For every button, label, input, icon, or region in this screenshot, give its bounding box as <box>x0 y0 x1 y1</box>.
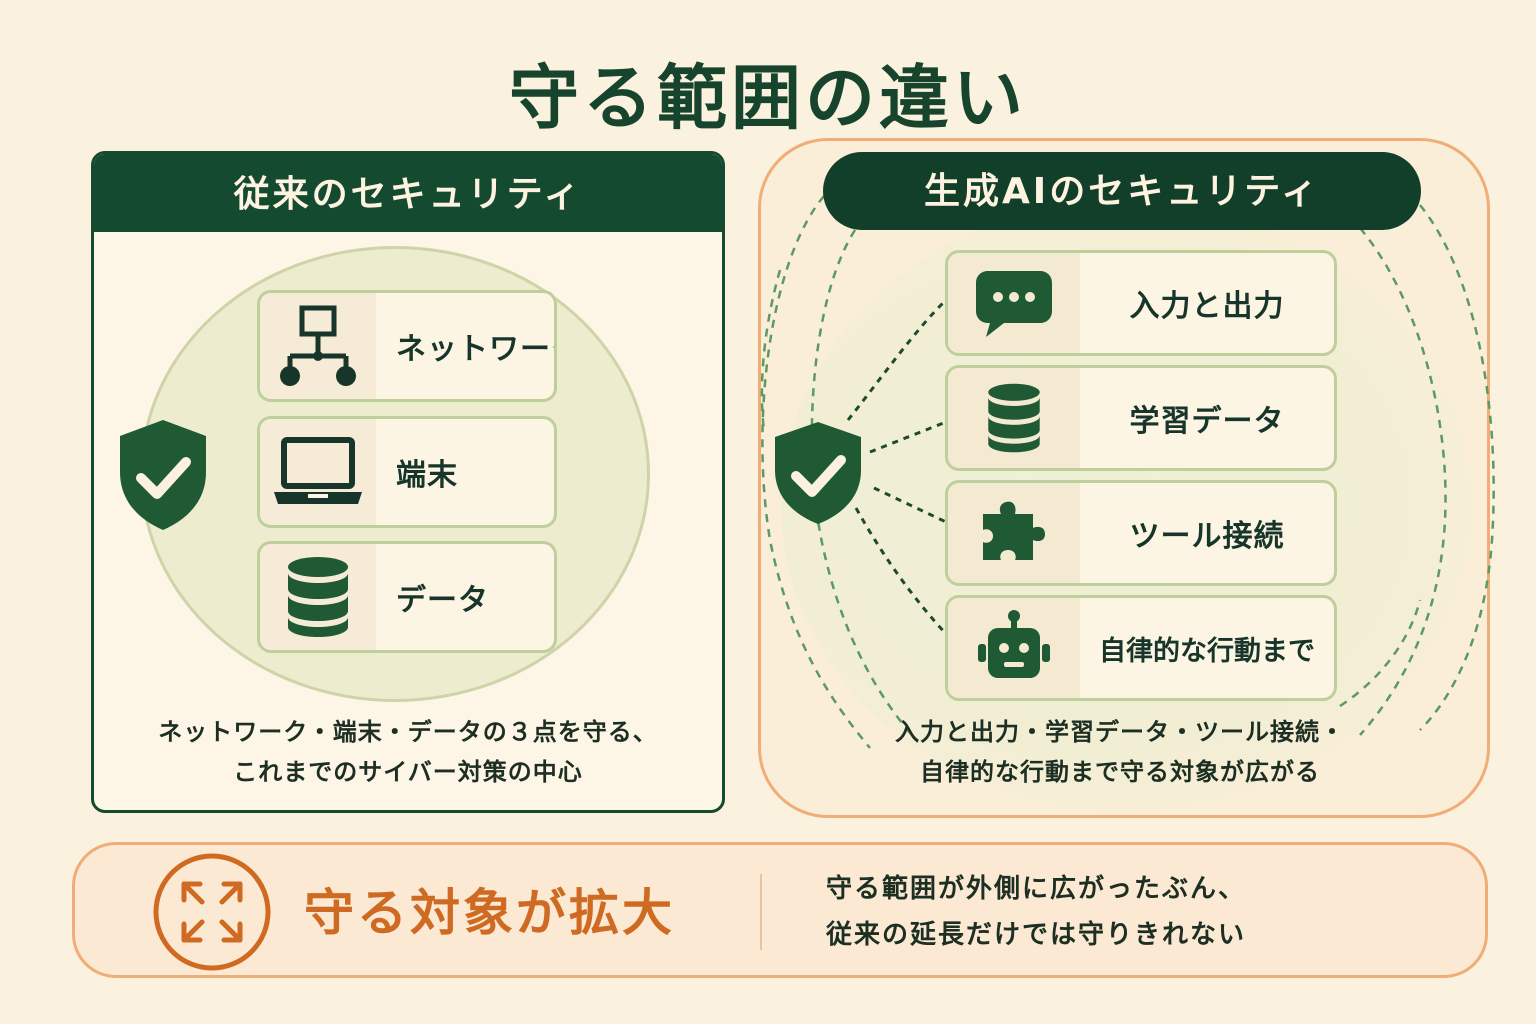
genai-item-io: 入力と出力 <box>945 250 1337 356</box>
genai-security-header: 生成AIのセキュリティ <box>823 152 1421 230</box>
laptop-icon <box>260 419 376 525</box>
expand-arrows-icon <box>152 852 272 972</box>
traditional-item-label: 端末 <box>396 458 458 493</box>
traditional-item-device: 端末 <box>257 416 557 528</box>
robot-icon <box>948 598 1080 698</box>
banner-title: 守る対象が拡大 <box>304 884 675 942</box>
puzzle-icon <box>948 483 1080 583</box>
caption-line: ネットワーク・端末・データの３点を守る、 <box>158 718 658 746</box>
genai-item-tool-connection: ツール接続 <box>945 480 1337 586</box>
caption-line: 入力と出力・学習データ・ツール接続・ <box>895 718 1345 746</box>
traditional-item-label: ネットワーク <box>396 332 554 367</box>
traditional-caption: ネットワーク・端末・データの３点を守る、 これまでのサイバー対策の中心 <box>91 712 725 792</box>
shield-check-icon <box>771 418 865 528</box>
caption-line: 自律的な行動まで守る対象が広がる <box>920 758 1320 786</box>
page-title: 守る範囲の違い <box>509 57 1027 139</box>
banner-description: 守る範囲が外側に広がったぶん、 従来の延長だけでは守りきれない <box>826 866 1246 958</box>
database-icon <box>948 368 1080 468</box>
genai-caption: 入力と出力・学習データ・ツール接続・ 自律的な行動まで守る対象が広がる <box>800 712 1440 792</box>
traditional-security-header: 従来のセキュリティ <box>94 154 722 232</box>
chat-bubble-icon <box>948 253 1080 353</box>
genai-item-label: 入力と出力 <box>1129 289 1285 324</box>
genai-item-autonomous-action: 自律的な行動まで <box>945 595 1337 701</box>
caption-line: これまでのサイバー対策の中心 <box>233 758 583 786</box>
database-icon <box>260 544 376 650</box>
network-icon <box>260 293 376 399</box>
banner-text-line: 従来の延長だけでは守りきれない <box>826 920 1247 950</box>
genai-item-training-data: 学習データ <box>945 365 1337 471</box>
banner-text-line: 守る範囲が外側に広がったぶん、 <box>826 874 1247 904</box>
summary-banner <box>72 842 1488 978</box>
banner-divider <box>760 874 762 950</box>
traditional-item-label: データ <box>396 583 489 618</box>
genai-item-label: 学習データ <box>1129 404 1285 439</box>
traditional-item-network: ネットワーク <box>257 290 557 402</box>
genai-item-label: ツール接続 <box>1129 519 1285 554</box>
traditional-item-data: データ <box>257 541 557 653</box>
traditional-security-panel: 従来のセキュリティ <box>91 151 725 813</box>
shield-check-icon <box>116 416 210 534</box>
genai-item-label: 自律的な行動まで <box>1099 635 1315 667</box>
